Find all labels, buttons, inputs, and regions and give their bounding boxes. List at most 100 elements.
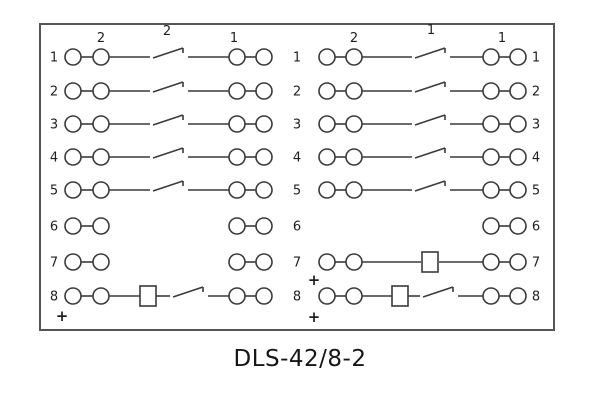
terminal — [64, 287, 82, 305]
terminal — [482, 82, 500, 100]
terminal — [64, 48, 82, 66]
contact-blade — [414, 47, 446, 59]
terminal — [482, 181, 500, 199]
model-label: DLS-42/8-2 — [233, 346, 367, 372]
terminal — [482, 287, 500, 305]
contact-blade — [152, 47, 184, 59]
contact-blade — [152, 180, 184, 192]
terminal — [255, 115, 273, 133]
terminal — [92, 115, 110, 133]
contact-number: 1 — [427, 23, 435, 38]
contact-number: 2 — [97, 31, 105, 46]
terminal — [482, 253, 500, 271]
contact-number: 1 — [230, 31, 238, 46]
terminal — [64, 253, 82, 271]
terminal — [228, 148, 246, 166]
terminal — [228, 287, 246, 305]
terminal — [64, 148, 82, 166]
contact-number: 2 — [163, 24, 171, 39]
terminal — [509, 217, 527, 235]
terminal-number: 3 — [293, 118, 301, 133]
terminal — [318, 48, 336, 66]
terminal — [228, 253, 246, 271]
terminal-number: 2 — [532, 85, 540, 100]
terminal-number: 3 — [532, 118, 540, 133]
terminal — [228, 82, 246, 100]
terminal — [345, 287, 363, 305]
terminal-number: 1 — [50, 51, 58, 66]
terminal — [318, 253, 336, 271]
terminal-number: 4 — [532, 151, 540, 166]
resistor — [421, 251, 439, 273]
terminal — [345, 115, 363, 133]
terminal-number: 2 — [50, 85, 58, 100]
contact-number: 1 — [498, 31, 506, 46]
terminal — [228, 48, 246, 66]
terminal — [64, 181, 82, 199]
terminal — [345, 82, 363, 100]
terminal-number: 4 — [50, 151, 58, 166]
terminal — [482, 115, 500, 133]
terminal — [228, 181, 246, 199]
contact-blade — [414, 180, 446, 192]
terminal — [64, 217, 82, 235]
terminal — [92, 217, 110, 235]
contact-blade — [172, 286, 204, 298]
terminal — [228, 115, 246, 133]
terminal-number: 6 — [293, 220, 301, 235]
terminal — [318, 82, 336, 100]
contact-blade — [152, 81, 184, 93]
terminal — [345, 148, 363, 166]
terminal — [255, 148, 273, 166]
resistor — [139, 285, 157, 307]
terminal-number: 7 — [50, 256, 58, 271]
terminal — [318, 287, 336, 305]
terminal — [92, 148, 110, 166]
terminal — [509, 181, 527, 199]
terminal — [318, 115, 336, 133]
polarity-plus: + — [308, 271, 321, 289]
terminal-number: 8 — [532, 290, 540, 305]
terminal — [92, 181, 110, 199]
contact-blade — [152, 114, 184, 126]
terminal-number: 6 — [532, 220, 540, 235]
terminal-number: 5 — [532, 184, 540, 199]
terminal — [318, 181, 336, 199]
terminal-number: 1 — [532, 51, 540, 66]
terminal — [255, 48, 273, 66]
terminal — [482, 48, 500, 66]
terminal — [92, 253, 110, 271]
terminal — [345, 181, 363, 199]
terminal — [509, 148, 527, 166]
resistor — [391, 285, 409, 307]
terminal — [509, 48, 527, 66]
terminal — [92, 48, 110, 66]
terminal — [509, 115, 527, 133]
terminal — [92, 82, 110, 100]
terminal — [255, 217, 273, 235]
terminal — [345, 253, 363, 271]
terminal-number: 7 — [532, 256, 540, 271]
terminal-number: 8 — [293, 290, 301, 305]
terminal — [64, 82, 82, 100]
terminal-number: 4 — [293, 151, 301, 166]
terminal — [228, 217, 246, 235]
contact-blade — [414, 114, 446, 126]
terminal — [509, 82, 527, 100]
terminal — [64, 115, 82, 133]
contact-blade — [414, 81, 446, 93]
terminal-number: 7 — [293, 256, 301, 271]
terminal — [255, 82, 273, 100]
terminal-number: 5 — [50, 184, 58, 199]
contact-blade — [422, 286, 454, 298]
terminal — [509, 287, 527, 305]
terminal — [255, 287, 273, 305]
terminal-number: 5 — [293, 184, 301, 199]
polarity-plus: + — [308, 308, 321, 326]
terminal — [482, 148, 500, 166]
terminal — [255, 253, 273, 271]
contact-blade — [414, 147, 446, 159]
terminal — [318, 148, 336, 166]
